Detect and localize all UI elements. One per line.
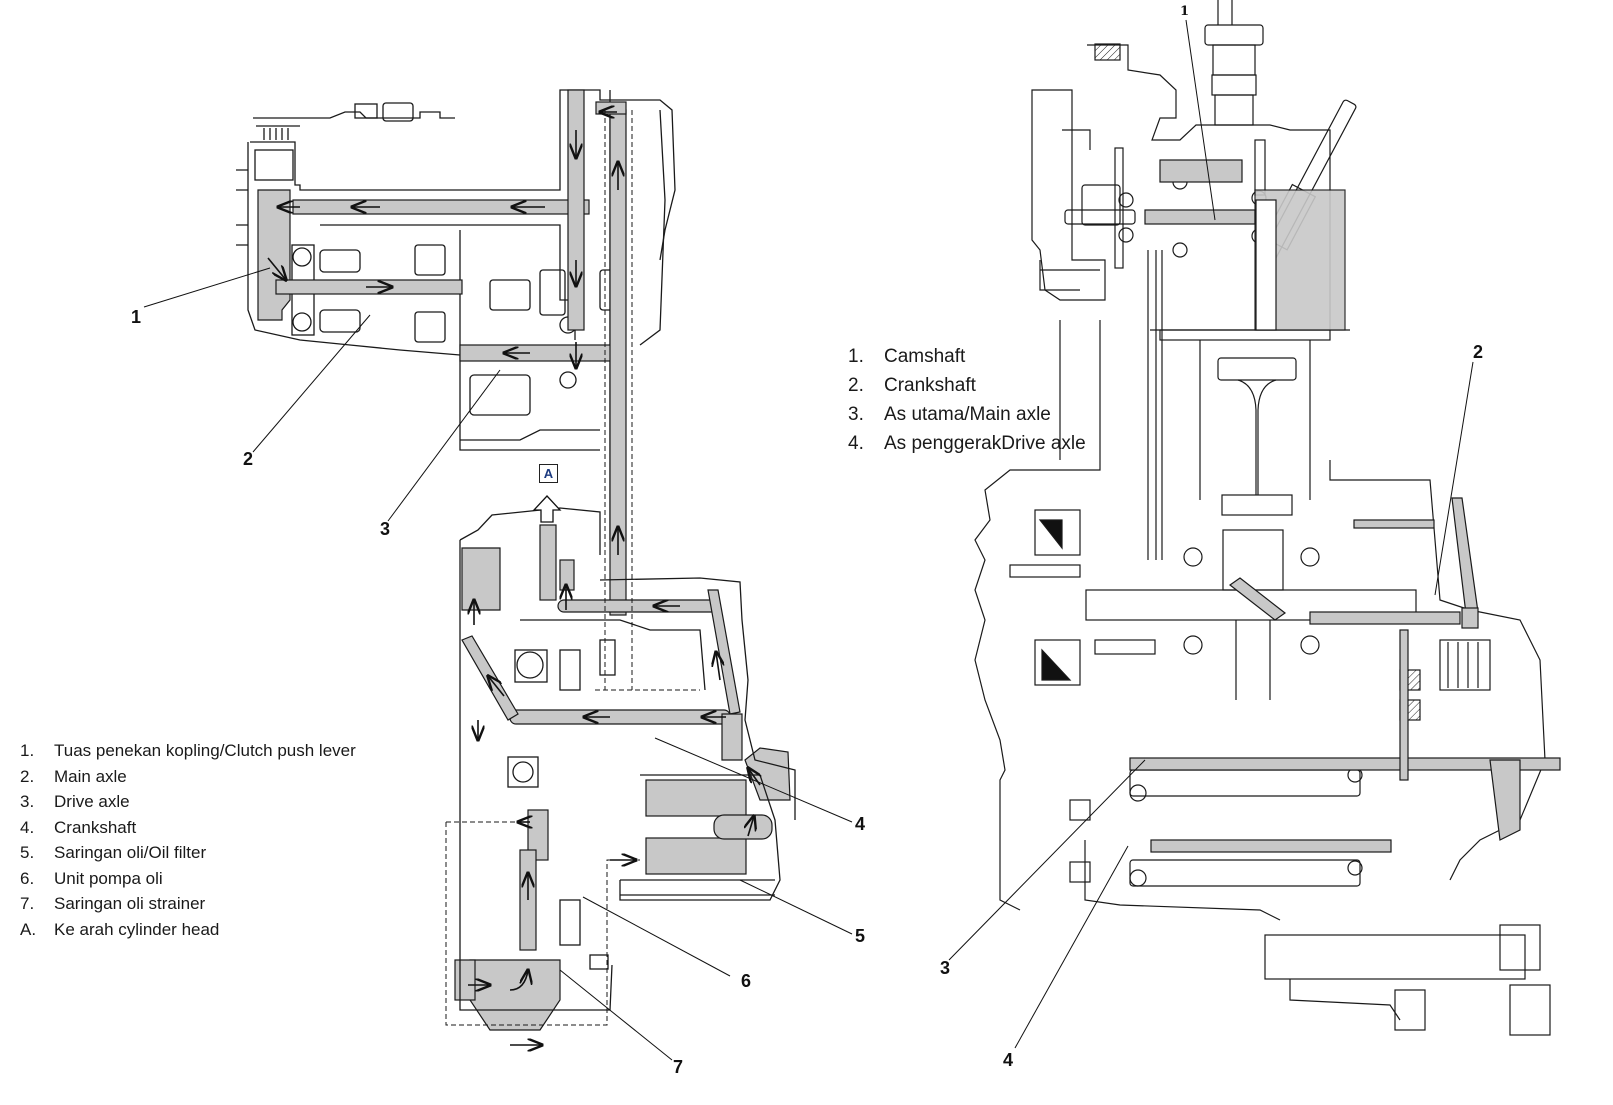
callout-3-left: 3 (380, 519, 391, 539)
legend-label: Saringan oli strainer (54, 894, 206, 913)
legend-item: 1.Camshaft (848, 342, 1086, 371)
reference-marker-a: A (539, 464, 558, 483)
legend-item: 4.As penggerakDrive axle (848, 429, 1086, 458)
legend-item: 2.Crankshaft (848, 371, 1086, 400)
legend-item: 2.Main axle (20, 764, 356, 790)
legend-item: 3.As utama/Main axle (848, 400, 1086, 429)
callout-2-right: 2 (1473, 342, 1484, 362)
callout-6-left: 6 (741, 971, 752, 991)
legend-label: Drive axle (54, 792, 130, 811)
legend-label: Ke arah cylinder head (54, 919, 220, 939)
legend-item: 3.Drive axle (20, 789, 356, 815)
right-oil-passages (1129, 497, 1561, 853)
right-leader-lines (948, 19, 1474, 1049)
legend-label: Unit pompa oli (54, 868, 163, 888)
right-legend: 1.Camshaft 2.Crankshaft 3.As utama/Main … (848, 342, 1086, 458)
oil-flow-arrows (267, 112, 760, 1045)
legend-label: Crankshaft (54, 817, 137, 837)
callout-2-left: 2 (243, 449, 254, 469)
left-oil-passages (257, 89, 791, 1031)
legend-item: 5.Saringan oli/Oil filter (20, 840, 356, 866)
legend-item: A.Ke arah cylinder head (20, 917, 356, 943)
legend-label: As penggerakDrive axle (884, 433, 1086, 454)
right-engine-section (974, 0, 1551, 1036)
left-lower-housing (459, 507, 796, 1011)
to-cylinder-head-arrow (532, 495, 562, 523)
legend-label: Crankshaft (884, 375, 976, 396)
legend-label: Tuas penekan kopling/Clutch push lever (54, 741, 356, 760)
left-crankcase-section (236, 89, 676, 540)
callout-4-right: 4 (1003, 1050, 1014, 1070)
callout-1-right: 1 (1180, 4, 1190, 19)
callout-4-left: 4 (855, 814, 866, 834)
left-legend: 1.Tuas penekan kopling/Clutch push lever… (20, 738, 356, 942)
legend-item: 4.Crankshaft (20, 815, 356, 841)
legend-label: Main axle (54, 766, 127, 786)
left-leader-lines (143, 267, 853, 1061)
legend-label: Saringan oli/Oil filter (54, 843, 207, 862)
callout-3-right: 3 (940, 958, 951, 978)
legend-item: 6.Unit pompa oli (20, 866, 356, 892)
legend-label: Camshaft (884, 346, 966, 367)
callout-5-left: 5 (855, 926, 866, 946)
callout-1-left: 1 (131, 307, 142, 327)
legend-item: 1.Tuas penekan kopling/Clutch push lever (20, 738, 356, 764)
legend-item: 7.Saringan oli strainer (20, 891, 356, 917)
legend-label: As utama/Main axle (884, 404, 1051, 425)
callout-7-left: 7 (673, 1057, 684, 1077)
